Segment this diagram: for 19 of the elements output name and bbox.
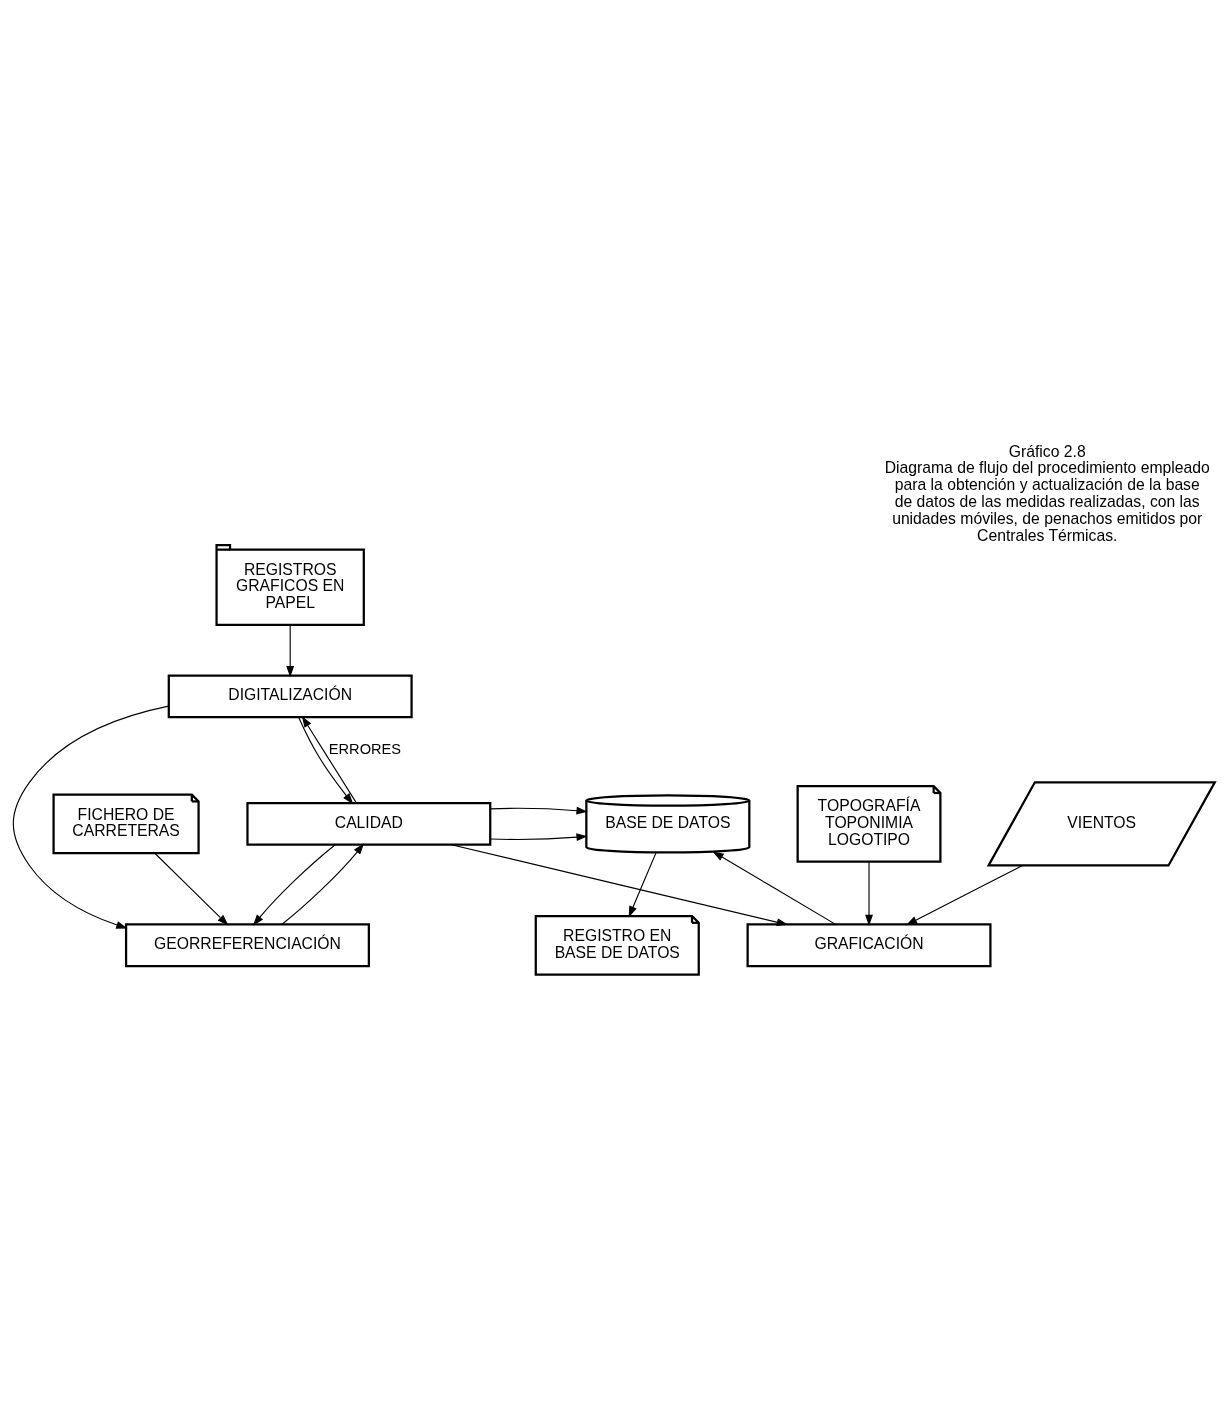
arrow bbox=[712, 851, 837, 925]
arrow bbox=[281, 843, 365, 925]
node-box: GRAFICACIÓN bbox=[746, 923, 992, 968]
arrow bbox=[489, 833, 588, 842]
edge-label: ERRORES bbox=[328, 740, 402, 757]
arrow bbox=[865, 861, 873, 927]
node-box: DIGITALIZACIÓN bbox=[167, 674, 413, 719]
caption: Diagrama de flujo del procedimiento empleado para la obtención y actualización de la base de datos de las medidas realizadas, con las unidades móviles, de penachos emitidos por Centrales Térmicas. bbox=[884, 459, 1210, 544]
arrow bbox=[628, 852, 657, 918]
arrow bbox=[154, 852, 229, 926]
arrow bbox=[489, 806, 588, 815]
node-box: GEORREFERENCIACIÓN bbox=[124, 923, 370, 968]
arrow bbox=[286, 624, 295, 678]
arrow bbox=[252, 844, 336, 926]
diagram-title: Gráfico 2.8 bbox=[1008, 442, 1086, 460]
arrow bbox=[450, 844, 788, 927]
arrow bbox=[12, 705, 170, 929]
arrow bbox=[905, 864, 1024, 926]
node-box: CALIDAD bbox=[246, 801, 492, 846]
